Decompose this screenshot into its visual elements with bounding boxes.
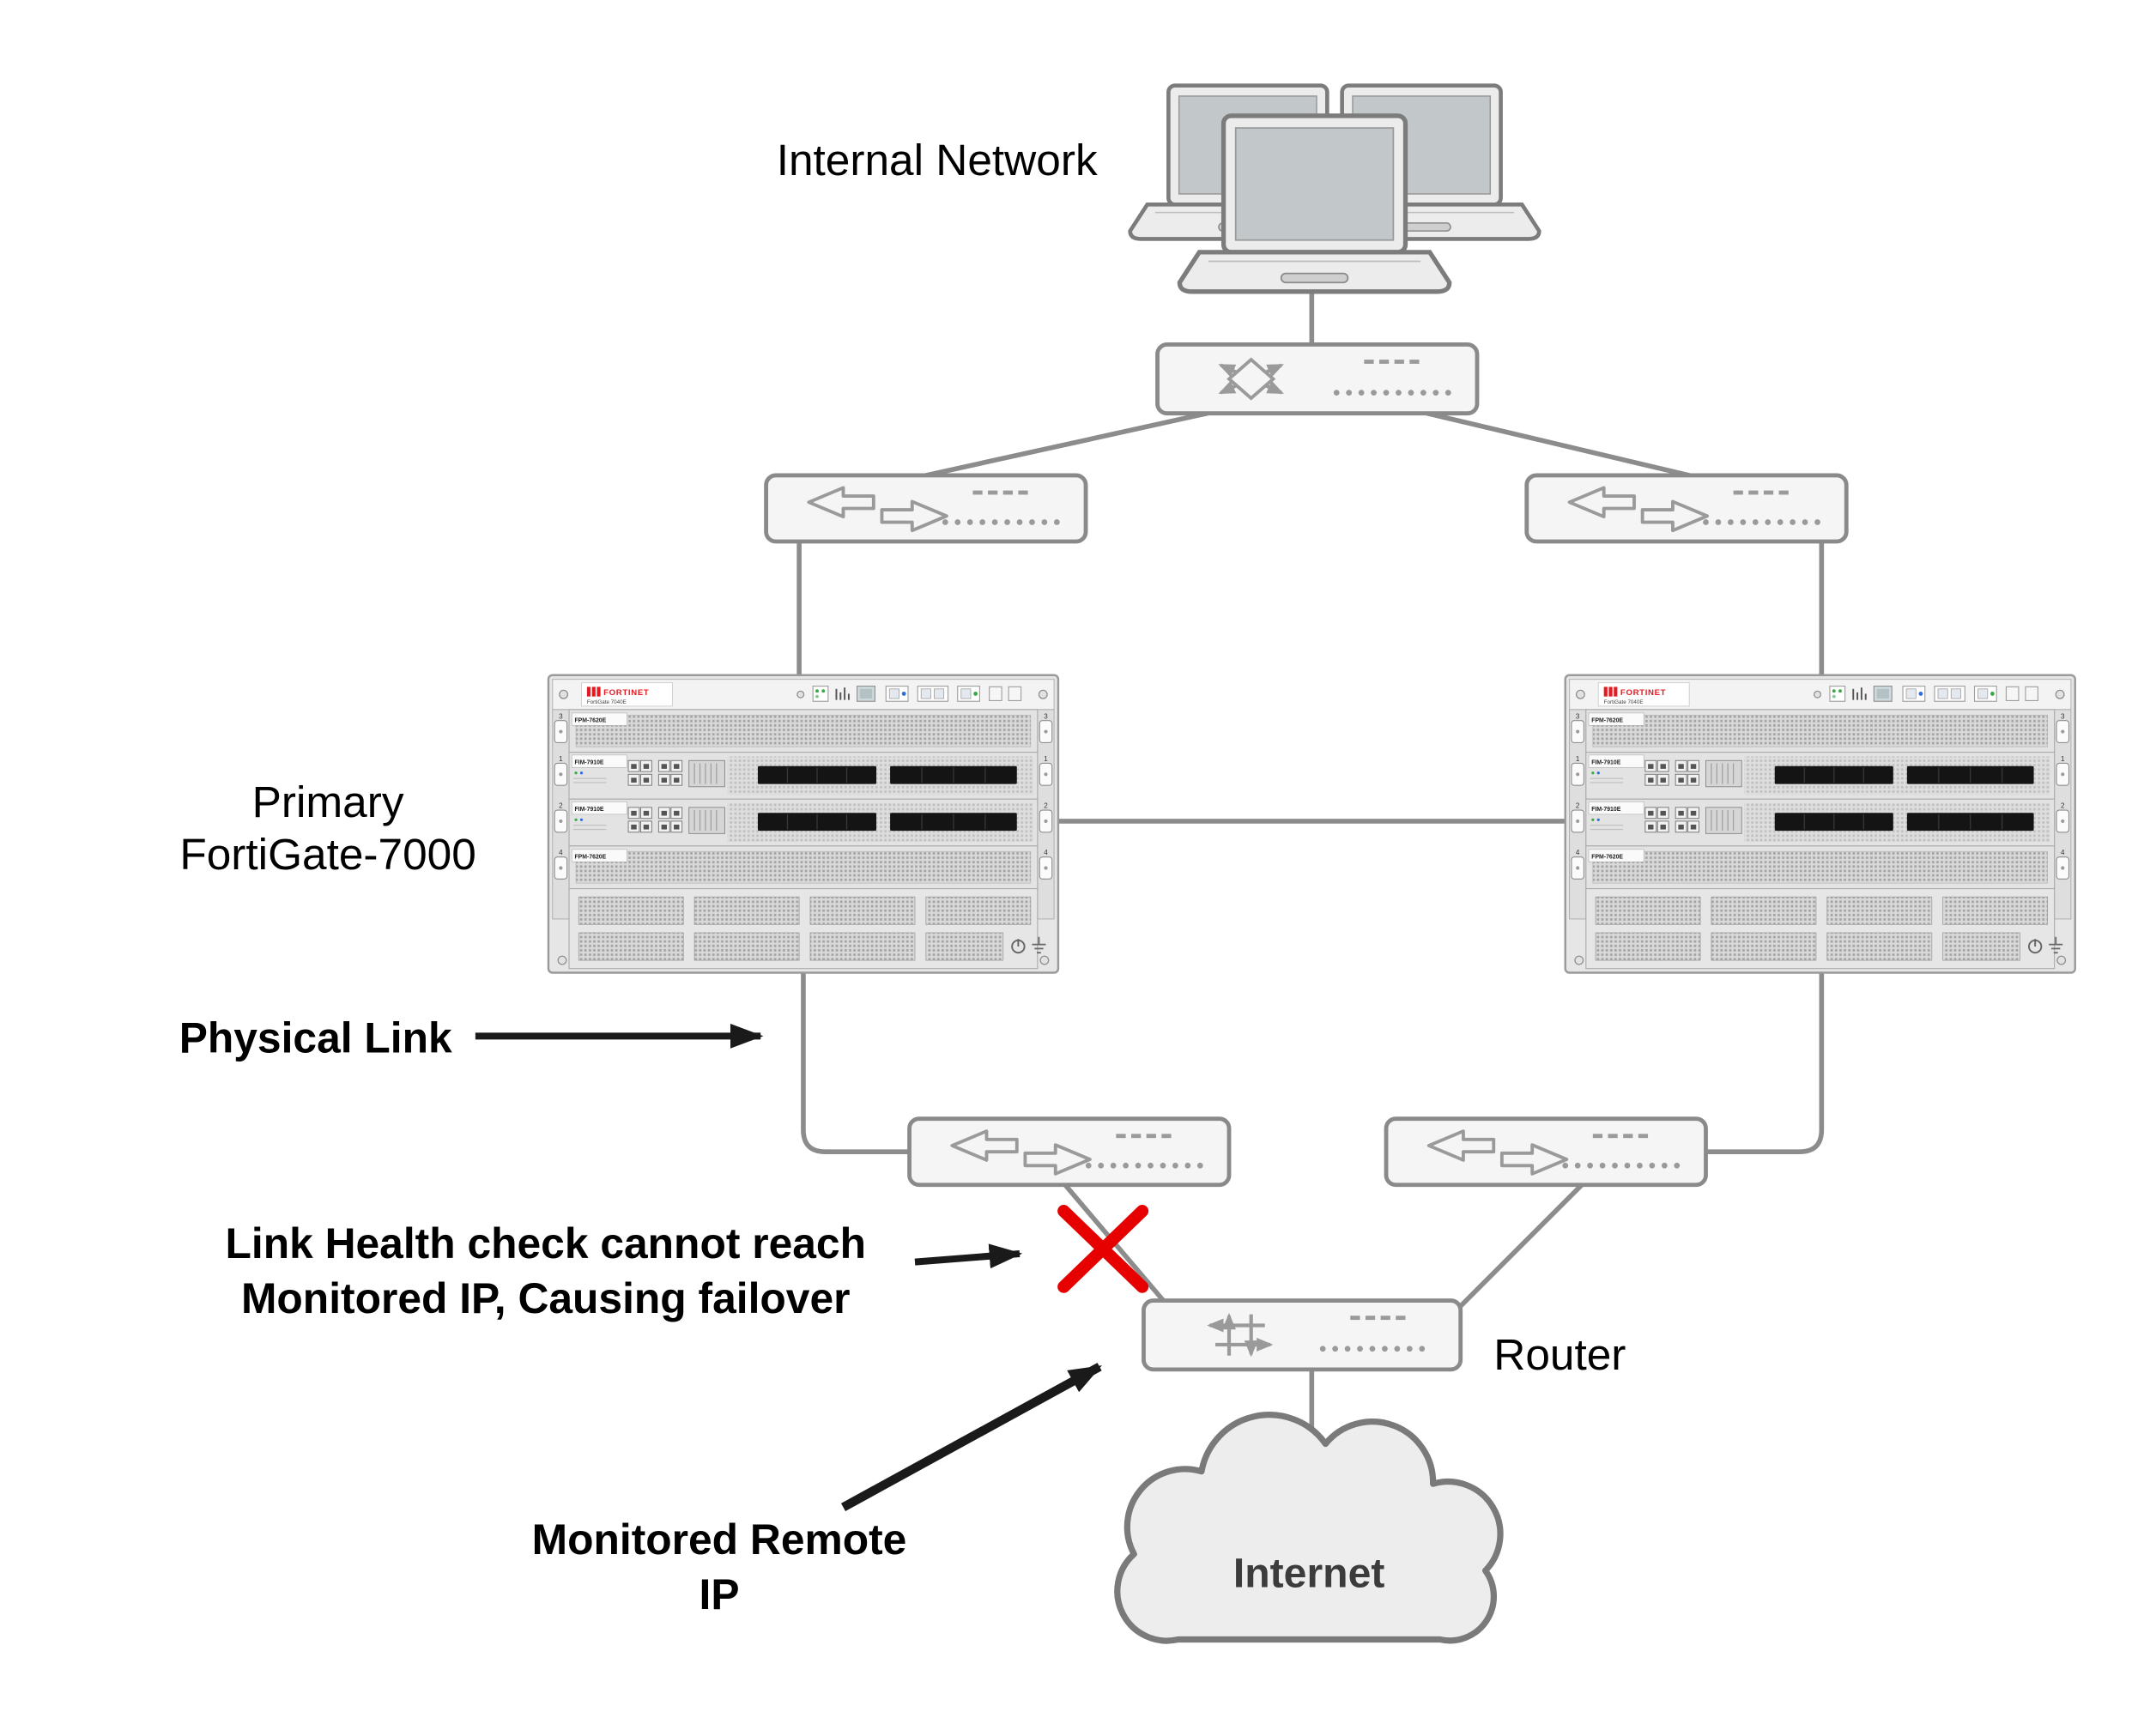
link-core-to-left-switch [924, 410, 1210, 478]
link-secondary-fortigate-to-wan-switch [1703, 970, 1825, 1155]
core-switch [1158, 344, 1477, 413]
primary-fortigate-label-line1: Primary [252, 777, 404, 826]
physical-link-label: Physical Link [179, 1014, 452, 1062]
distribution-switch-left [766, 475, 1086, 541]
router-label: Router [1493, 1329, 1626, 1379]
health-check-label-line1: Link Health check cannot reach [225, 1219, 866, 1267]
internet-cloud: Internet [1114, 1412, 1504, 1644]
wan-switch-left [910, 1119, 1229, 1185]
cloud-shape [1114, 1412, 1504, 1644]
internet-label: Internet [1233, 1551, 1385, 1597]
link-primary-fortigate-to-wan-switch [801, 970, 912, 1155]
fortigate-secondary-device [1564, 674, 2076, 974]
monitored-ip-label-line2: IP [700, 1570, 740, 1618]
primary-fortigate-label-line2: FortiGate-7000 [179, 829, 475, 879]
distribution-switch-right [1527, 475, 1846, 541]
internal-network-pcs [1130, 86, 1540, 292]
fortigate-primary-device [547, 674, 1060, 974]
health-check-arrow [914, 1243, 1023, 1269]
link-wan-right-to-router [1455, 1182, 1584, 1312]
monitored-ip-label-line1: Monitored Remote [532, 1515, 907, 1564]
health-check-label-line2: Monitored IP, Causing failover [241, 1274, 851, 1322]
router-device [1143, 1301, 1460, 1370]
monitored-ip-arrow [840, 1363, 1102, 1511]
failover-x-mark [1057, 1205, 1149, 1293]
wan-switch-right [1386, 1119, 1705, 1185]
internal-network-label: Internal Network [777, 135, 1098, 184]
link-core-to-right-switch [1425, 410, 1693, 478]
